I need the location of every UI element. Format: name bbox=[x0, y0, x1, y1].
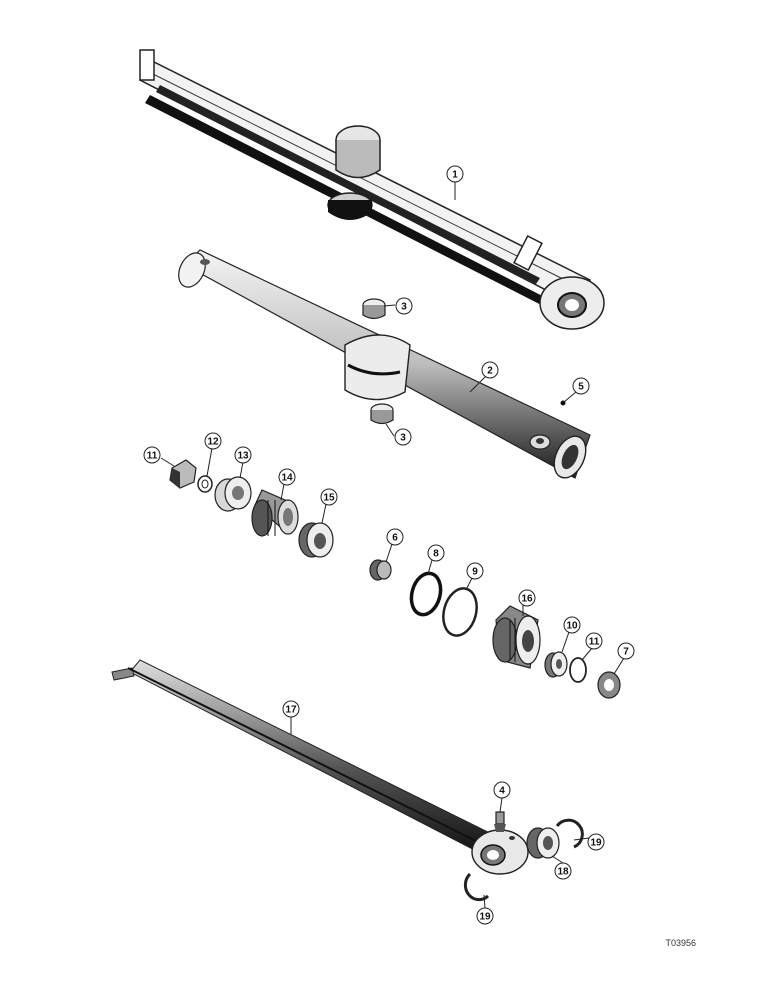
part-rod-eye-bushing bbox=[526, 827, 560, 859]
callout-1: 1 bbox=[452, 170, 458, 181]
callout-3-upper: 3 bbox=[401, 302, 407, 313]
part-piston-rod bbox=[111, 659, 529, 875]
callout-19-right: 19 bbox=[590, 838, 602, 849]
callout-2: 2 bbox=[487, 366, 493, 377]
callout-labels: 1 2 3 3 5 4 6 7 8 9 10 11 11 12 13 14 15… bbox=[147, 170, 630, 923]
callout-15: 15 bbox=[323, 493, 335, 504]
callout-12: 12 bbox=[207, 437, 219, 448]
leader-lines bbox=[160, 182, 625, 909]
part-snap-ring-left bbox=[463, 872, 490, 902]
part-piston bbox=[214, 476, 252, 512]
callout-7: 7 bbox=[623, 647, 629, 658]
callout-16: 16 bbox=[521, 594, 533, 605]
callout-9: 9 bbox=[472, 567, 478, 578]
part-washer bbox=[197, 475, 213, 493]
callout-13: 13 bbox=[237, 451, 249, 462]
callout-11-lower: 11 bbox=[589, 637, 600, 648]
callout-14: 14 bbox=[281, 473, 293, 484]
part-snap-ring-right bbox=[555, 818, 584, 849]
callout-18: 18 bbox=[557, 867, 569, 878]
part-bushing-lower bbox=[370, 403, 394, 425]
part-cylinder-barrel bbox=[138, 49, 605, 330]
document-code: T03956 bbox=[665, 938, 696, 948]
part-wear-ring bbox=[298, 522, 334, 558]
part-wiper bbox=[597, 671, 621, 699]
callout-5: 5 bbox=[578, 382, 584, 393]
callout-17: 17 bbox=[285, 705, 297, 716]
part-gland-bushing bbox=[544, 651, 568, 678]
part-rod-seal bbox=[569, 657, 587, 683]
callout-circles bbox=[143, 165, 635, 925]
callout-8: 8 bbox=[433, 549, 439, 560]
part-seal-ring bbox=[251, 489, 299, 537]
part-rod-bushing bbox=[369, 559, 392, 581]
part-o-ring bbox=[409, 571, 443, 617]
callout-6: 6 bbox=[392, 533, 398, 544]
callout-19-left: 19 bbox=[479, 912, 491, 923]
part-lock-nut bbox=[169, 459, 197, 489]
callout-4: 4 bbox=[499, 786, 505, 797]
part-backup-ring bbox=[442, 587, 478, 637]
callout-11-upper: 11 bbox=[147, 451, 158, 462]
part-bushing-upper bbox=[362, 298, 386, 320]
part-gland bbox=[492, 605, 541, 669]
callout-10: 10 bbox=[566, 621, 578, 632]
part-grease-fitting bbox=[494, 811, 506, 832]
part-cylinder-tube bbox=[178, 249, 591, 479]
callout-3-lower: 3 bbox=[400, 433, 406, 444]
